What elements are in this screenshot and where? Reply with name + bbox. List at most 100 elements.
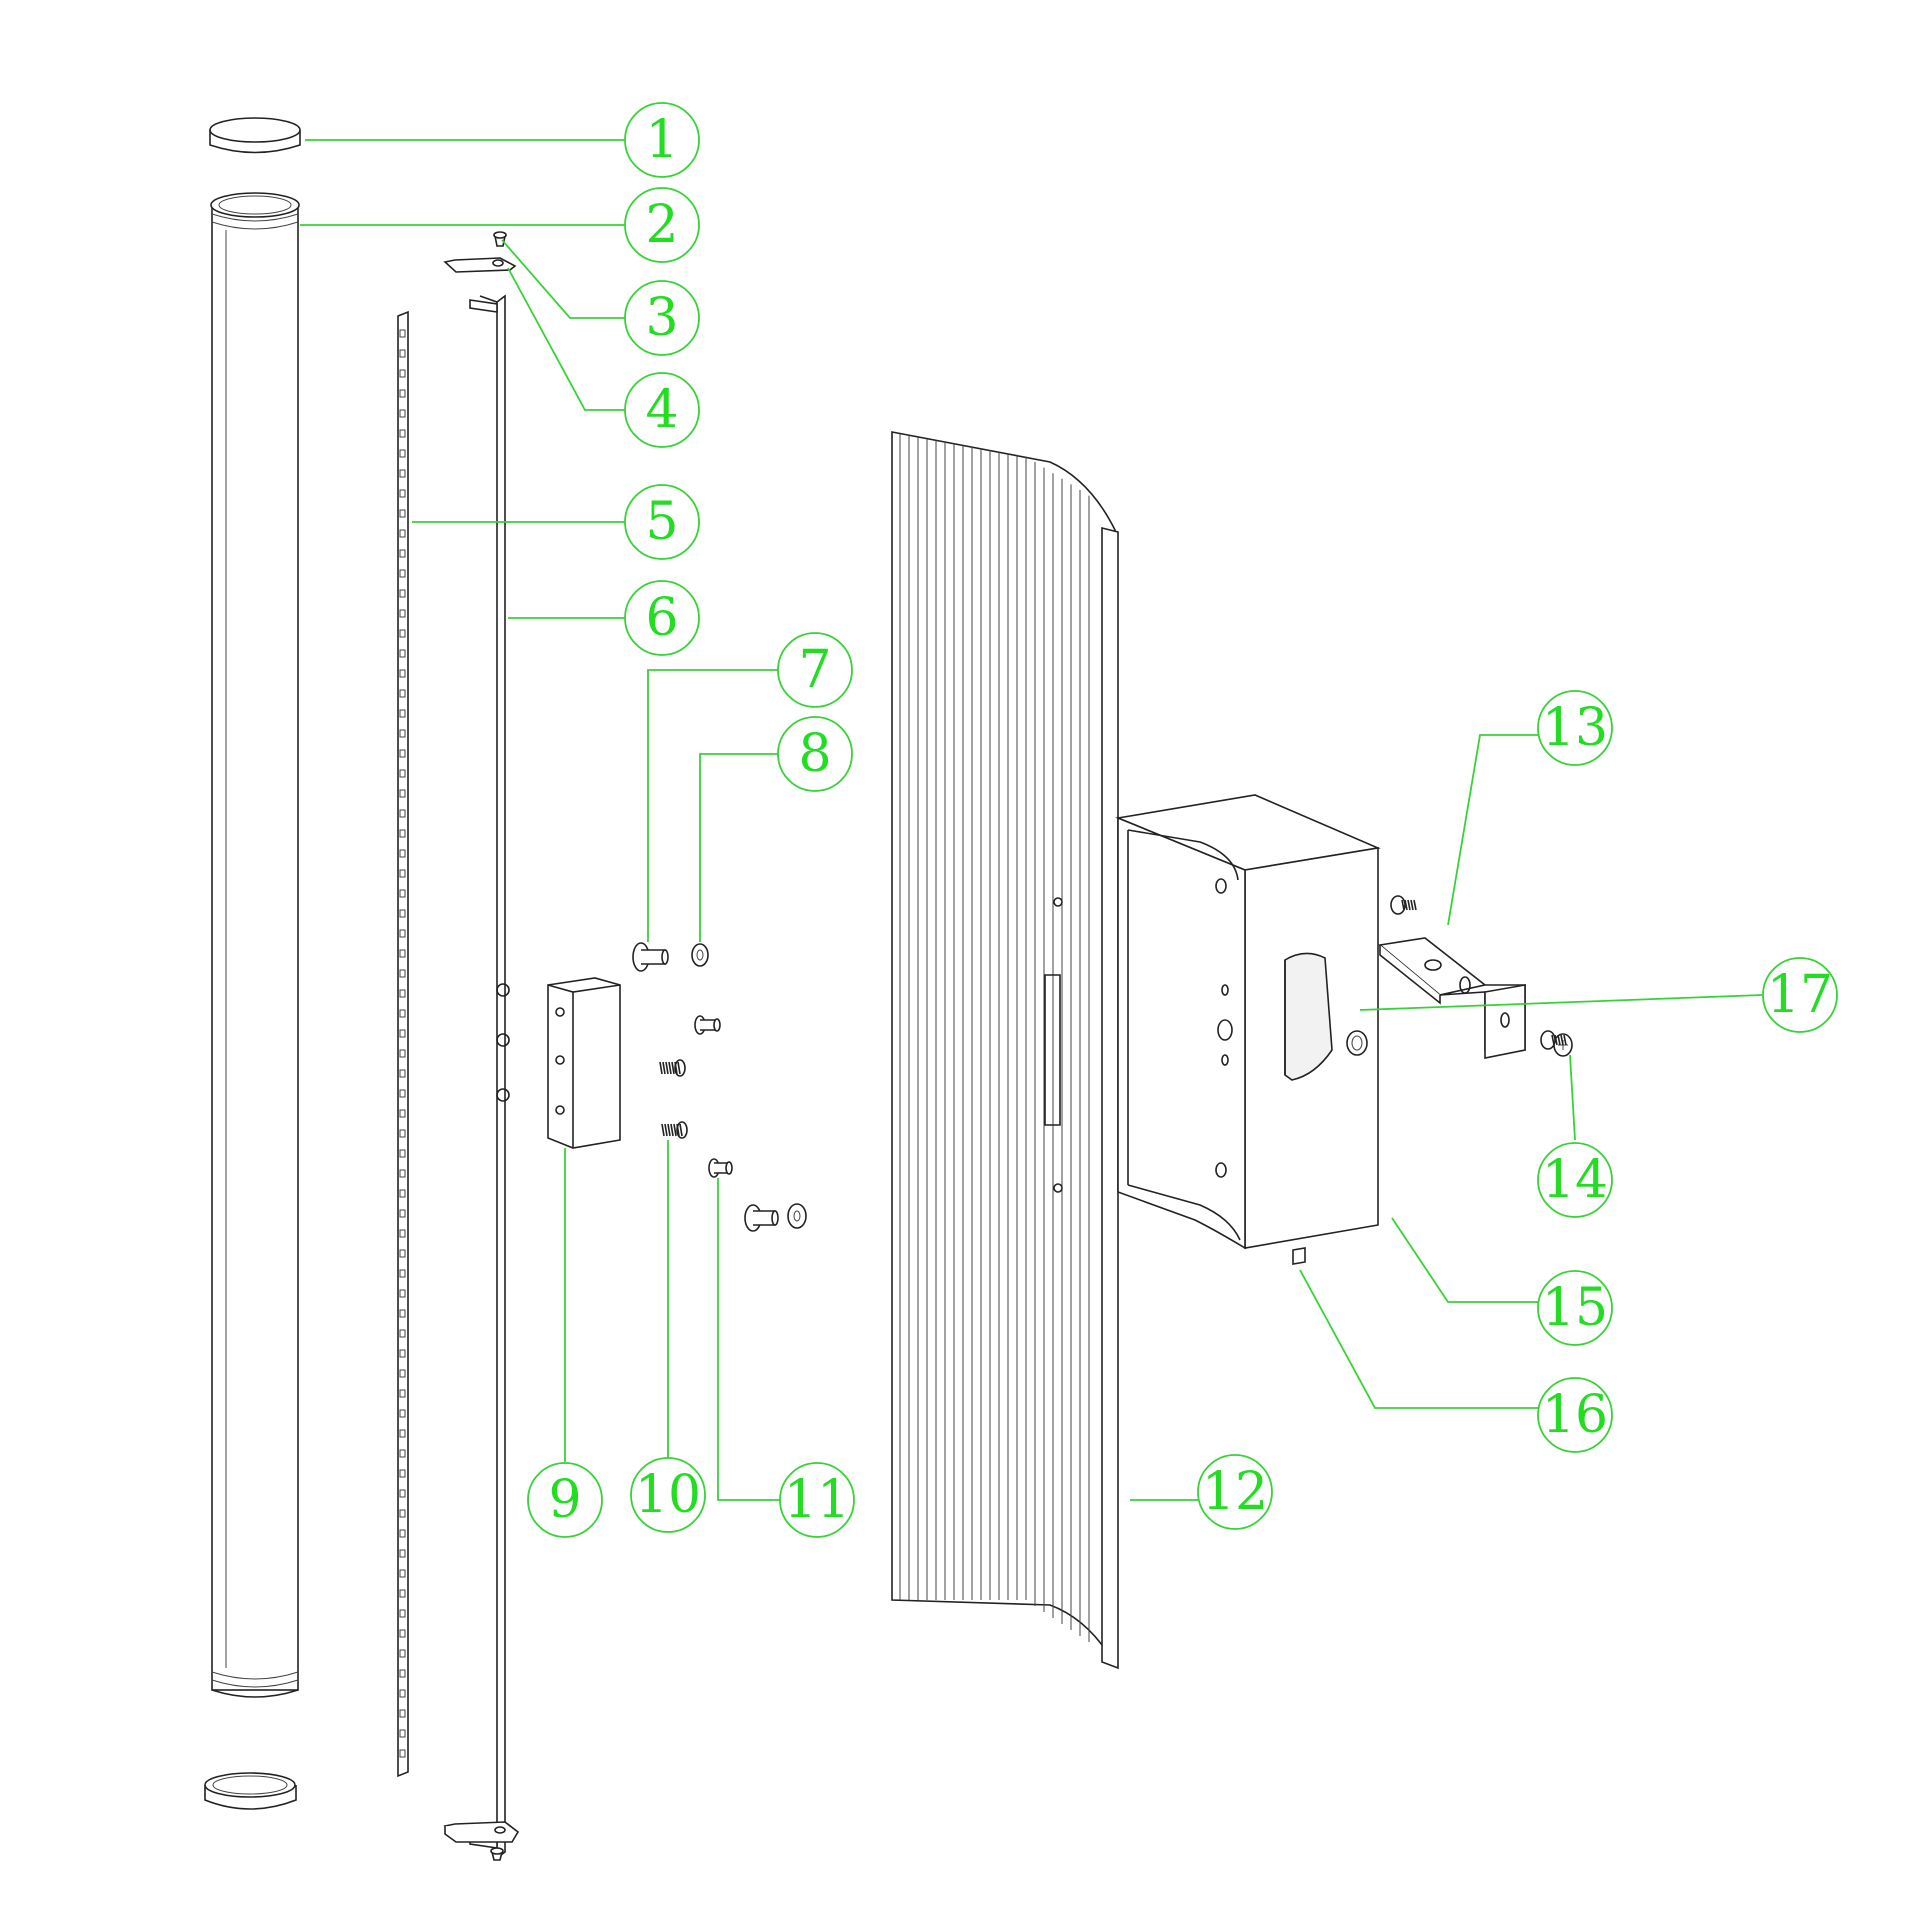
callout-11: 11 [779,1462,855,1538]
callout-16: 16 [1537,1377,1613,1453]
strip-slot [399,1749,406,1758]
strip-slot [399,989,406,998]
strip-slot [399,889,406,898]
strip-slot [399,1009,406,1018]
part-washer-8 [691,943,709,967]
part-bracket-top [443,257,517,273]
strip-slot [399,569,406,578]
strip-slot [399,1029,406,1038]
strip-slot [399,1569,406,1578]
callout-13: 13 [1537,690,1613,766]
strip-slot [399,1109,406,1118]
part-ribbed-panel [891,431,1119,1670]
strip-slot [399,369,406,378]
strip-slot [399,1649,406,1658]
leader-13 [1447,734,1538,926]
callout-9-number: 9 [548,1470,581,1530]
leader-lines [300,139,1763,1501]
part-channel-rail [469,294,510,1860]
callout-9: 9 [527,1462,603,1538]
callout-16-number: 16 [1542,1385,1608,1445]
callout-6: 6 [624,580,700,656]
callout-15: 15 [1537,1270,1613,1346]
strip-slot [399,829,406,838]
leader-17 [1359,994,1763,1011]
strip-slot [399,1509,406,1518]
strip-slot [399,1669,406,1678]
strip-slot [399,769,406,778]
strip-slot [399,1049,406,1058]
strip-slot [399,789,406,798]
part-l-bracket [1378,937,1526,1059]
callout-14-number: 14 [1542,1150,1608,1210]
part-pin-7 [632,942,669,972]
leader-8 [699,753,778,942]
strip-slot [399,1129,406,1138]
strip-slot [399,929,406,938]
part-housing-box [1115,794,1381,1265]
callout-5: 5 [624,484,700,560]
strip-slot [399,449,406,458]
strip-slot [399,709,406,718]
strip-slot [399,629,406,638]
strip-slot [399,1369,406,1378]
strip-slot [399,749,406,758]
part-small-pins [694,1015,807,1232]
strip-slot [399,1729,406,1738]
callout-3-number: 3 [645,288,678,348]
strip-slot [399,1309,406,1318]
strip-slot [399,649,406,658]
callout-17-number: 17 [1767,965,1833,1025]
callout-5-number: 5 [645,492,678,552]
strip-slot [399,409,406,418]
strip-slot [399,489,406,498]
strip-slot [399,1269,406,1278]
strip-slot [399,809,406,818]
callout-12: 12 [1197,1454,1273,1530]
leader-11 [717,1178,780,1501]
strip-slot [399,509,406,518]
callout-3: 3 [624,280,700,356]
callout-bubbles: 1 2 3 4 5 6 7 8 9 10 11 12 13 14 15 16 1… [527,102,1838,1538]
strip-slot [399,1389,406,1398]
part-top-cap [209,117,301,154]
callout-10: 10 [630,1457,706,1533]
strip-slot [399,949,406,958]
leader-7 [647,669,778,942]
leader-4 [507,267,625,411]
strip-slot [399,689,406,698]
strip-slot [399,1249,406,1258]
strip-slot [399,1709,406,1718]
strip-slot [399,1589,406,1598]
strip-slot [399,849,406,858]
leader-14 [1569,1054,1576,1141]
strip-slot [399,1289,406,1298]
callout-4-number: 4 [645,380,678,440]
strip-slot [399,329,406,338]
callout-1: 1 [624,102,700,178]
strip-slot [399,609,406,618]
part-block [547,977,621,1149]
strip-slot [399,969,406,978]
callout-12-number: 12 [1202,1462,1268,1522]
strip-slot [399,1629,406,1638]
strip-slot [399,1469,406,1478]
callout-10-number: 10 [635,1465,701,1525]
part-screw-top [493,231,507,247]
strip-slot [399,1329,406,1338]
strip-slot [399,1549,406,1558]
callout-14: 14 [1537,1142,1613,1218]
strip-slot [399,1609,406,1618]
callout-15-number: 15 [1542,1278,1608,1338]
strip-slot [399,589,406,598]
leader-15 [1391,1217,1538,1303]
part-spring-screws [659,1059,688,1139]
strip-slot [399,349,406,358]
strip-slot [399,1529,406,1538]
strip-slot [399,869,406,878]
callout-13-number: 13 [1542,698,1608,758]
strip-slot [399,909,406,918]
strip-slot [399,429,406,438]
strip-slot [399,1089,406,1098]
